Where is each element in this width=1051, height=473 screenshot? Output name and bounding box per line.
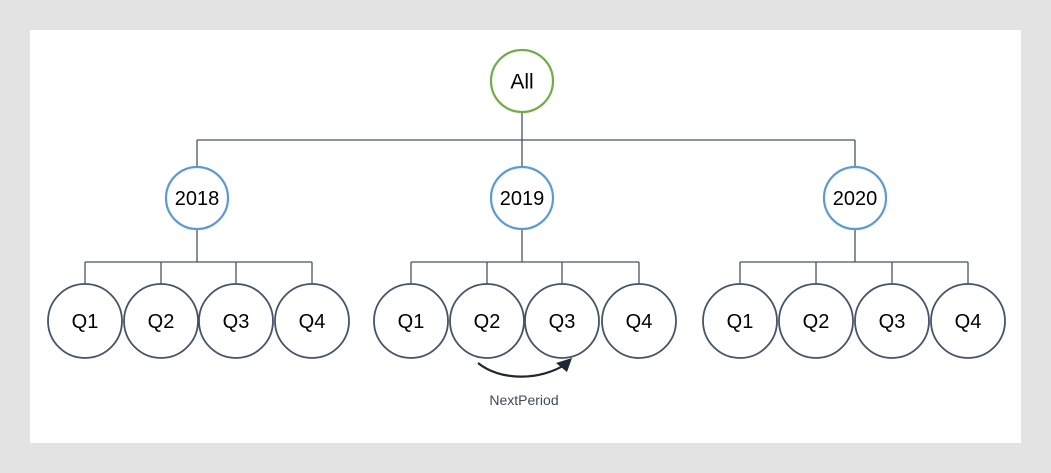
- node-year-2018-label: 2018: [175, 188, 220, 210]
- node-all-label: All: [510, 71, 533, 94]
- node-2018-q3-circle[interactable]: [198, 283, 274, 359]
- node-2020-q2[interactable]: Q2: [778, 283, 854, 359]
- node-2019-q4-circle[interactable]: [601, 283, 677, 359]
- connector-group-root: [196, 112, 856, 167]
- node-2020-q4-circle[interactable]: [930, 283, 1006, 359]
- node-year-2020-label: 2020: [833, 188, 878, 210]
- node-2018-q3-label: Q3: [223, 311, 250, 333]
- connector-group-2020: [739, 229, 969, 284]
- node-year-2019-circle[interactable]: [489, 165, 555, 231]
- node-2019-q2-circle[interactable]: [449, 283, 525, 359]
- node-all-circle[interactable]: [489, 48, 555, 114]
- node-year-2020-circle[interactable]: [822, 165, 888, 231]
- node-2019-q1-circle[interactable]: [373, 283, 449, 359]
- next-period-label: NextPeriod: [489, 392, 558, 408]
- node-2018-q2-circle[interactable]: [123, 283, 199, 359]
- node-2020-q3[interactable]: Q3: [854, 283, 930, 359]
- node-2020-q4[interactable]: Q4: [930, 283, 1006, 359]
- node-year-2018-circle[interactable]: [164, 165, 230, 231]
- node-2019-q3-circle[interactable]: [524, 283, 600, 359]
- next-period-annotation: NextPeriod: [477, 358, 572, 408]
- node-year-2018[interactable]: 2018: [164, 165, 230, 231]
- node-2018-q1[interactable]: Q1: [47, 283, 123, 359]
- node-2018-q4-label: Q4: [299, 311, 326, 333]
- next-period-arrow-curve: [477, 362, 567, 378]
- node-2020-q2-label: Q2: [803, 311, 830, 333]
- node-2018-q1-circle[interactable]: [47, 283, 123, 359]
- node-2019-q4-label: Q4: [626, 311, 653, 333]
- node-year-2020[interactable]: 2020: [822, 165, 888, 231]
- node-2018-q1-label: Q1: [72, 311, 99, 333]
- node-2018-q4[interactable]: Q4: [274, 283, 350, 359]
- node-2019-q3-label: Q3: [549, 311, 576, 333]
- node-year-2019-label: 2019: [500, 188, 545, 210]
- node-year-2019[interactable]: 2019: [489, 165, 555, 231]
- node-2020-q3-circle[interactable]: [854, 283, 930, 359]
- node-2020-q1-label: Q1: [727, 311, 754, 333]
- node-all[interactable]: All: [489, 48, 555, 114]
- node-2019-q2-label: Q2: [474, 311, 501, 333]
- node-2019-q3[interactable]: Q3: [524, 283, 600, 359]
- node-2020-q4-label: Q4: [955, 311, 982, 333]
- connector-group-2018: [84, 229, 313, 284]
- node-2019-q4[interactable]: Q4: [601, 283, 677, 359]
- node-2018-q2[interactable]: Q2: [123, 283, 199, 359]
- node-2019-q1[interactable]: Q1: [373, 283, 449, 359]
- node-2020-q1[interactable]: Q1: [702, 283, 778, 359]
- node-2020-q3-label: Q3: [879, 311, 906, 333]
- node-2019-q2[interactable]: Q2: [449, 283, 525, 359]
- connector-group-2019: [410, 229, 640, 284]
- node-2020-q2-circle[interactable]: [778, 283, 854, 359]
- node-2018-q4-circle[interactable]: [274, 283, 350, 359]
- node-2018-q3[interactable]: Q3: [198, 283, 274, 359]
- node-2020-q1-circle[interactable]: [702, 283, 778, 359]
- node-2019-q1-label: Q1: [398, 311, 425, 333]
- node-2018-q2-label: Q2: [148, 311, 175, 333]
- next-period-arrow-head: [556, 358, 572, 372]
